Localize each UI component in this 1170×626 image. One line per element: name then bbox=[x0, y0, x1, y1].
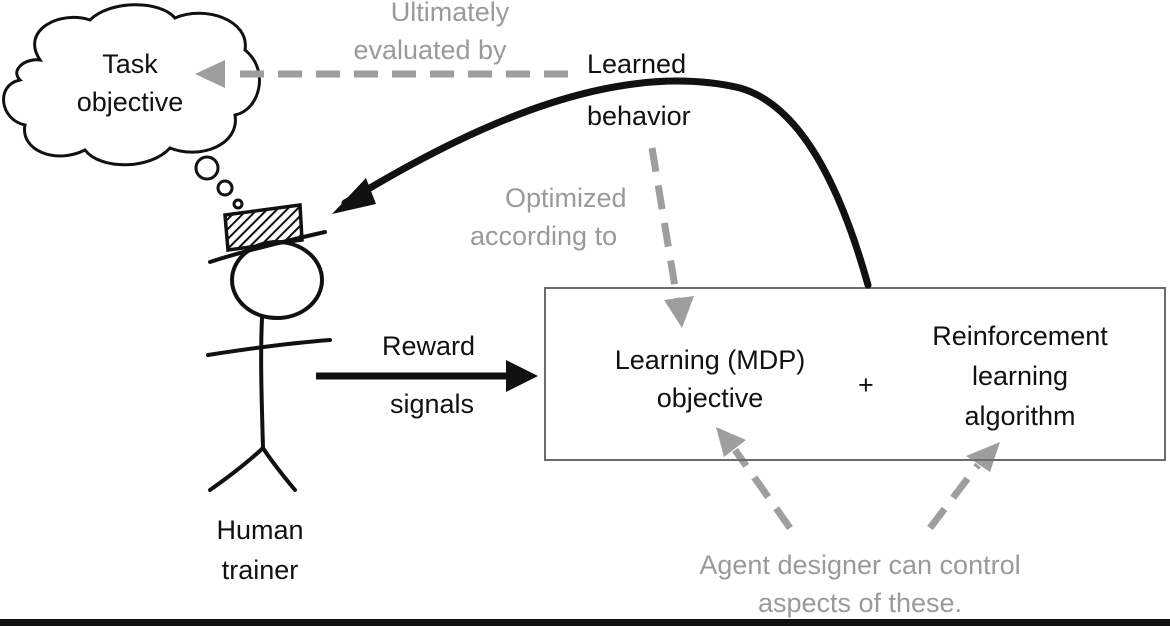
label-optimized: Optimized bbox=[505, 183, 627, 213]
label-mdp-objective: objective bbox=[656, 383, 764, 413]
dashed-arrow-designer-algorithm bbox=[927, 462, 981, 531]
human-trainer-figure bbox=[206, 240, 332, 492]
learned-behavior-curve-arrow bbox=[341, 77, 872, 289]
label-task-objective: objective bbox=[76, 87, 184, 117]
hat-brim bbox=[208, 230, 327, 264]
dashed-arrowhead-algorithm bbox=[966, 442, 1000, 472]
dashed-arrow-designer-objective bbox=[732, 447, 793, 531]
label-designer-line2: aspects of these. bbox=[757, 588, 963, 618]
label-behavior: behavior bbox=[587, 101, 691, 131]
label-according-to: according to bbox=[470, 221, 618, 251]
figure-arms bbox=[206, 338, 332, 357]
label-task: Task bbox=[102, 49, 158, 79]
dashed-arrowhead-objective bbox=[716, 427, 746, 457]
label-trainer: trainer bbox=[221, 555, 299, 585]
reward-arrowhead bbox=[506, 360, 538, 392]
bottom-border bbox=[0, 619, 1170, 626]
figure-body bbox=[259, 316, 265, 450]
thought-bubble-large bbox=[194, 155, 220, 181]
label-evaluated-by: evaluated by bbox=[353, 35, 507, 65]
thought-bubble-medium bbox=[216, 179, 234, 197]
dashed-arrow-optimized bbox=[648, 147, 682, 306]
curve-arrowhead bbox=[332, 178, 376, 214]
figure-left-leg bbox=[208, 446, 265, 492]
label-ultimately: Ultimately bbox=[390, 0, 510, 27]
label-reward: Reward bbox=[382, 331, 476, 361]
label-plus: + bbox=[858, 370, 874, 400]
label-learned: Learned bbox=[587, 49, 687, 79]
label-learning: learning bbox=[971, 361, 1069, 391]
label-algorithm: algorithm bbox=[964, 401, 1076, 431]
label-signals: signals bbox=[390, 389, 475, 419]
label-human: Human bbox=[216, 515, 304, 545]
figure-head bbox=[230, 240, 324, 320]
thought-bubble-small bbox=[232, 198, 244, 210]
learning-box bbox=[544, 287, 1166, 461]
label-learning-mdp: Learning (MDP) bbox=[614, 345, 806, 375]
label-reinforcement: Reinforcement bbox=[932, 321, 1108, 351]
dashed-arrowhead-mdp bbox=[664, 296, 694, 328]
label-designer-line1: Agent designer can control bbox=[699, 550, 1021, 580]
thought-cloud bbox=[2, 3, 261, 167]
hat-icon bbox=[223, 203, 304, 252]
dashed-arrowhead-task bbox=[195, 60, 225, 88]
figure-right-leg bbox=[261, 446, 297, 492]
